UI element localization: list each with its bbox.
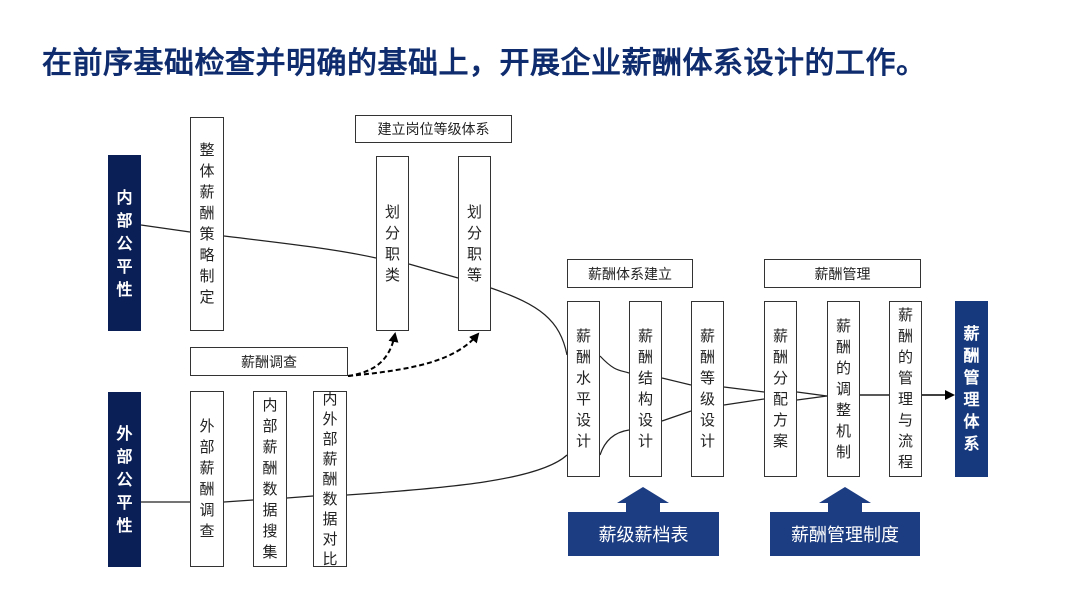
job-grade-system-label: 建立岗位等级体系 — [377, 122, 490, 138]
salary-survey-box: 薪酬调查 — [190, 347, 348, 376]
allocation-to-adjust-line-b — [796, 395, 828, 401]
job-class-label: 划分职类 — [385, 202, 401, 284]
internal-fairness-box: 内部公平性 — [108, 155, 141, 331]
job-grade-system-header: 建立岗位等级体系 — [355, 115, 512, 143]
external-fairness-box: 外部公平性 — [108, 392, 141, 567]
salary-level-design-label: 薪酬水平设计 — [576, 327, 592, 450]
mgmt-policy-label: 薪酬管理制度 — [791, 525, 899, 546]
system-build-header: 薪酬体系建立 — [567, 259, 693, 288]
output-system-box: 薪酬管理体系 — [955, 301, 988, 477]
external-fairness-label: 外部公平性 — [116, 424, 133, 535]
grade-to-allocation-line-a — [723, 386, 765, 393]
internal-data-box: 内部薪酬数据搜集 — [253, 391, 287, 567]
external-survey-label: 外部薪酬调查 — [199, 417, 215, 540]
allocation-plan-box: 薪酬分配方案 — [764, 301, 797, 477]
salary-structure-design-label: 薪酬结构设计 — [638, 327, 654, 450]
salary-structure-design-box: 薪酬结构设计 — [629, 301, 662, 477]
page-title: 在前序基础检查并明确的基础上，开展企业薪酬体系设计的工作。 — [42, 46, 927, 81]
external-survey-box: 外部薪酬调查 — [190, 391, 224, 567]
allocation-plan-label: 薪酬分配方案 — [773, 327, 789, 450]
internal-data-label: 内部薪酬数据搜集 — [262, 396, 278, 561]
structure-to-grade-line-a — [661, 377, 692, 386]
job-grade-box: 划分职等 — [458, 156, 491, 331]
grade-to-allocation-line-b — [723, 398, 765, 406]
salary-grade-design-label: 薪酬等级设计 — [700, 327, 716, 450]
strategy-box: 整体薪酬策略制定 — [190, 117, 224, 331]
management-process-label: 薪酬的管理与流程 — [898, 306, 914, 471]
salary-grade-design-box: 薪酬等级设计 — [691, 301, 724, 477]
allocation-to-adjust-line-a — [796, 391, 828, 397]
management-header: 薪酬管理 — [764, 259, 921, 288]
job-grade-label: 划分职等 — [467, 202, 483, 284]
salary-level-design-box: 薪酬水平设计 — [567, 301, 600, 477]
internal-fairness-line — [140, 224, 568, 356]
management-label: 薪酬管理 — [814, 266, 871, 283]
data-compare-box: 内外部薪酬数据对比 — [313, 390, 347, 568]
job-class-box: 划分职类 — [376, 156, 409, 331]
output-system-label: 薪酬管理体系 — [963, 324, 980, 453]
management-process-box: 薪酬的管理与流程 — [889, 301, 922, 477]
adjustment-mechanism-box: 薪酬的调整机制 — [827, 301, 860, 477]
data-compare-label: 内外部薪酬数据对比 — [322, 390, 338, 568]
system-build-label: 薪酬体系建立 — [588, 266, 672, 283]
salary-table-label: 薪级薪档表 — [598, 525, 689, 546]
external-fairness-line — [141, 454, 568, 503]
mgmt-policy-box: 薪酬管理制度 — [770, 512, 920, 556]
up-arrow-mgmt-policy — [819, 487, 871, 512]
internal-fairness-label: 内部公平性 — [116, 187, 133, 299]
survey-to-job-grade-arrow — [347, 332, 480, 377]
adjustment-mechanism-label: 薪酬的调整机制 — [836, 316, 852, 461]
salary-table-box: 薪级薪档表 — [568, 512, 719, 556]
survey-to-job-class-arrow — [347, 332, 399, 377]
level-to-structure-line-b — [599, 429, 630, 456]
salary-survey-label: 薪酬调查 — [241, 354, 297, 371]
strategy-label: 整体薪酬策略制定 — [199, 141, 215, 306]
level-to-structure-line-a — [599, 355, 630, 374]
structure-to-grade-line-b — [661, 410, 692, 422]
up-arrow-salary-table — [617, 487, 669, 512]
